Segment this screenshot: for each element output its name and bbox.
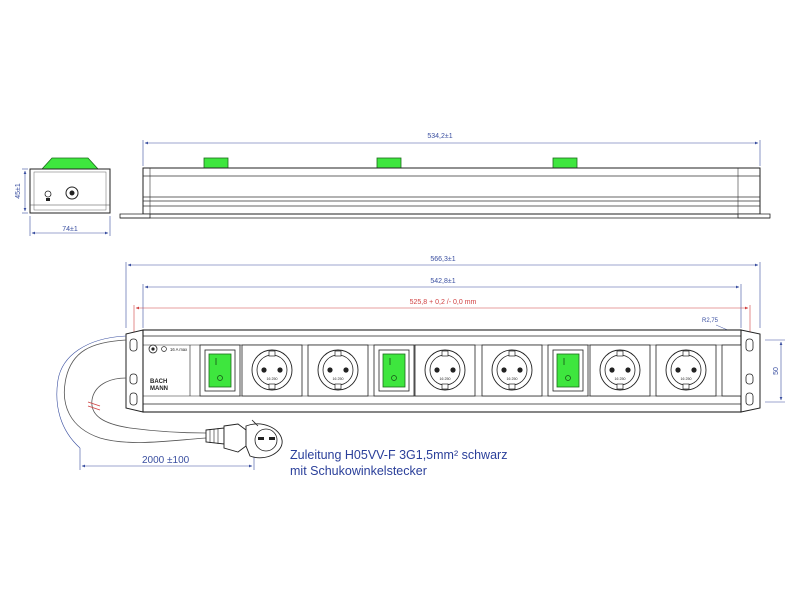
dim-side-height: 45±1	[15, 183, 22, 199]
brand-line1: BACH	[150, 379, 167, 385]
side-view: 45±1 74±1	[15, 157, 111, 236]
dim-top-length: 534,2±1	[427, 133, 452, 140]
cable-inner	[91, 377, 207, 434]
dim-cable-length: 2000 ±100	[142, 455, 190, 466]
socket-mark-label: 16 250	[333, 377, 344, 381]
top-switch-1	[200, 157, 232, 169]
top-switch-3	[549, 157, 581, 169]
front-switch-1	[199, 344, 241, 397]
socket-mark-label: 16 250	[615, 377, 626, 381]
cable-caption-line2: mit Schukowinkelstecker	[290, 464, 427, 478]
rocker-switch-icon	[556, 353, 580, 388]
schuko-socket-icon: 16 250	[589, 344, 651, 397]
dim-inner-length: 542,8±1	[430, 278, 455, 285]
top-mounting-flange	[119, 213, 771, 219]
front-left-panel: 16 A max BACH MANN	[148, 344, 191, 396]
side-body	[29, 168, 111, 214]
socket-mark-label: 16 250	[440, 377, 451, 381]
socket-mark-label: 16 250	[507, 377, 518, 381]
side-led-icon	[44, 190, 52, 198]
schuko-socket-icon: 16 250	[307, 344, 369, 397]
front-switch-2	[373, 344, 415, 397]
top-profile-body	[142, 167, 761, 215]
schuko-socket-icon: 16 250	[655, 344, 717, 397]
dim-overall-length: 566,3±1	[430, 256, 455, 263]
dim-side-width: 74±1	[62, 226, 78, 233]
circuit-breaker-icon	[148, 344, 158, 354]
cable-assembly: 2000 ±100	[56, 335, 283, 470]
side-switch-cap	[41, 157, 99, 170]
cable-outer	[63, 339, 207, 443]
schuko-angle-plug-icon	[205, 419, 283, 459]
socket-mark-label: 16 250	[681, 377, 692, 381]
front-view: 566,3±1 542,8±1 525,8 + 0,2 /- 0,0 mm R2…	[125, 256, 785, 413]
rocker-switch-icon	[208, 353, 232, 388]
rating-label: 16 A max	[170, 347, 188, 352]
front-switch-3	[547, 344, 589, 397]
top-view: 534,2±1	[119, 133, 771, 219]
top-switch-2	[373, 157, 405, 169]
side-socket-icon	[65, 186, 79, 200]
front-sockets: 16 250 16 250 16 250 16 250 16 250 16 250	[241, 344, 717, 397]
dim-profile-height: 50	[773, 367, 780, 375]
socket-mark-label: 16 250	[267, 377, 278, 381]
cable-caption-line1: Zuleitung H05VV-F 3G1,5mm² schwarz	[290, 448, 507, 462]
rocker-switch-icon	[382, 353, 406, 388]
brand-line2: MANN	[150, 386, 168, 392]
schuko-socket-icon: 16 250	[414, 344, 476, 397]
dim-mount-spacing: 525,8 + 0,2 /- 0,0 mm	[410, 299, 477, 306]
schuko-socket-icon: 16 250	[481, 344, 543, 397]
schuko-socket-icon: 16 250	[241, 344, 303, 397]
led-icon	[161, 346, 167, 352]
dim-radius: R2,75	[702, 318, 719, 324]
